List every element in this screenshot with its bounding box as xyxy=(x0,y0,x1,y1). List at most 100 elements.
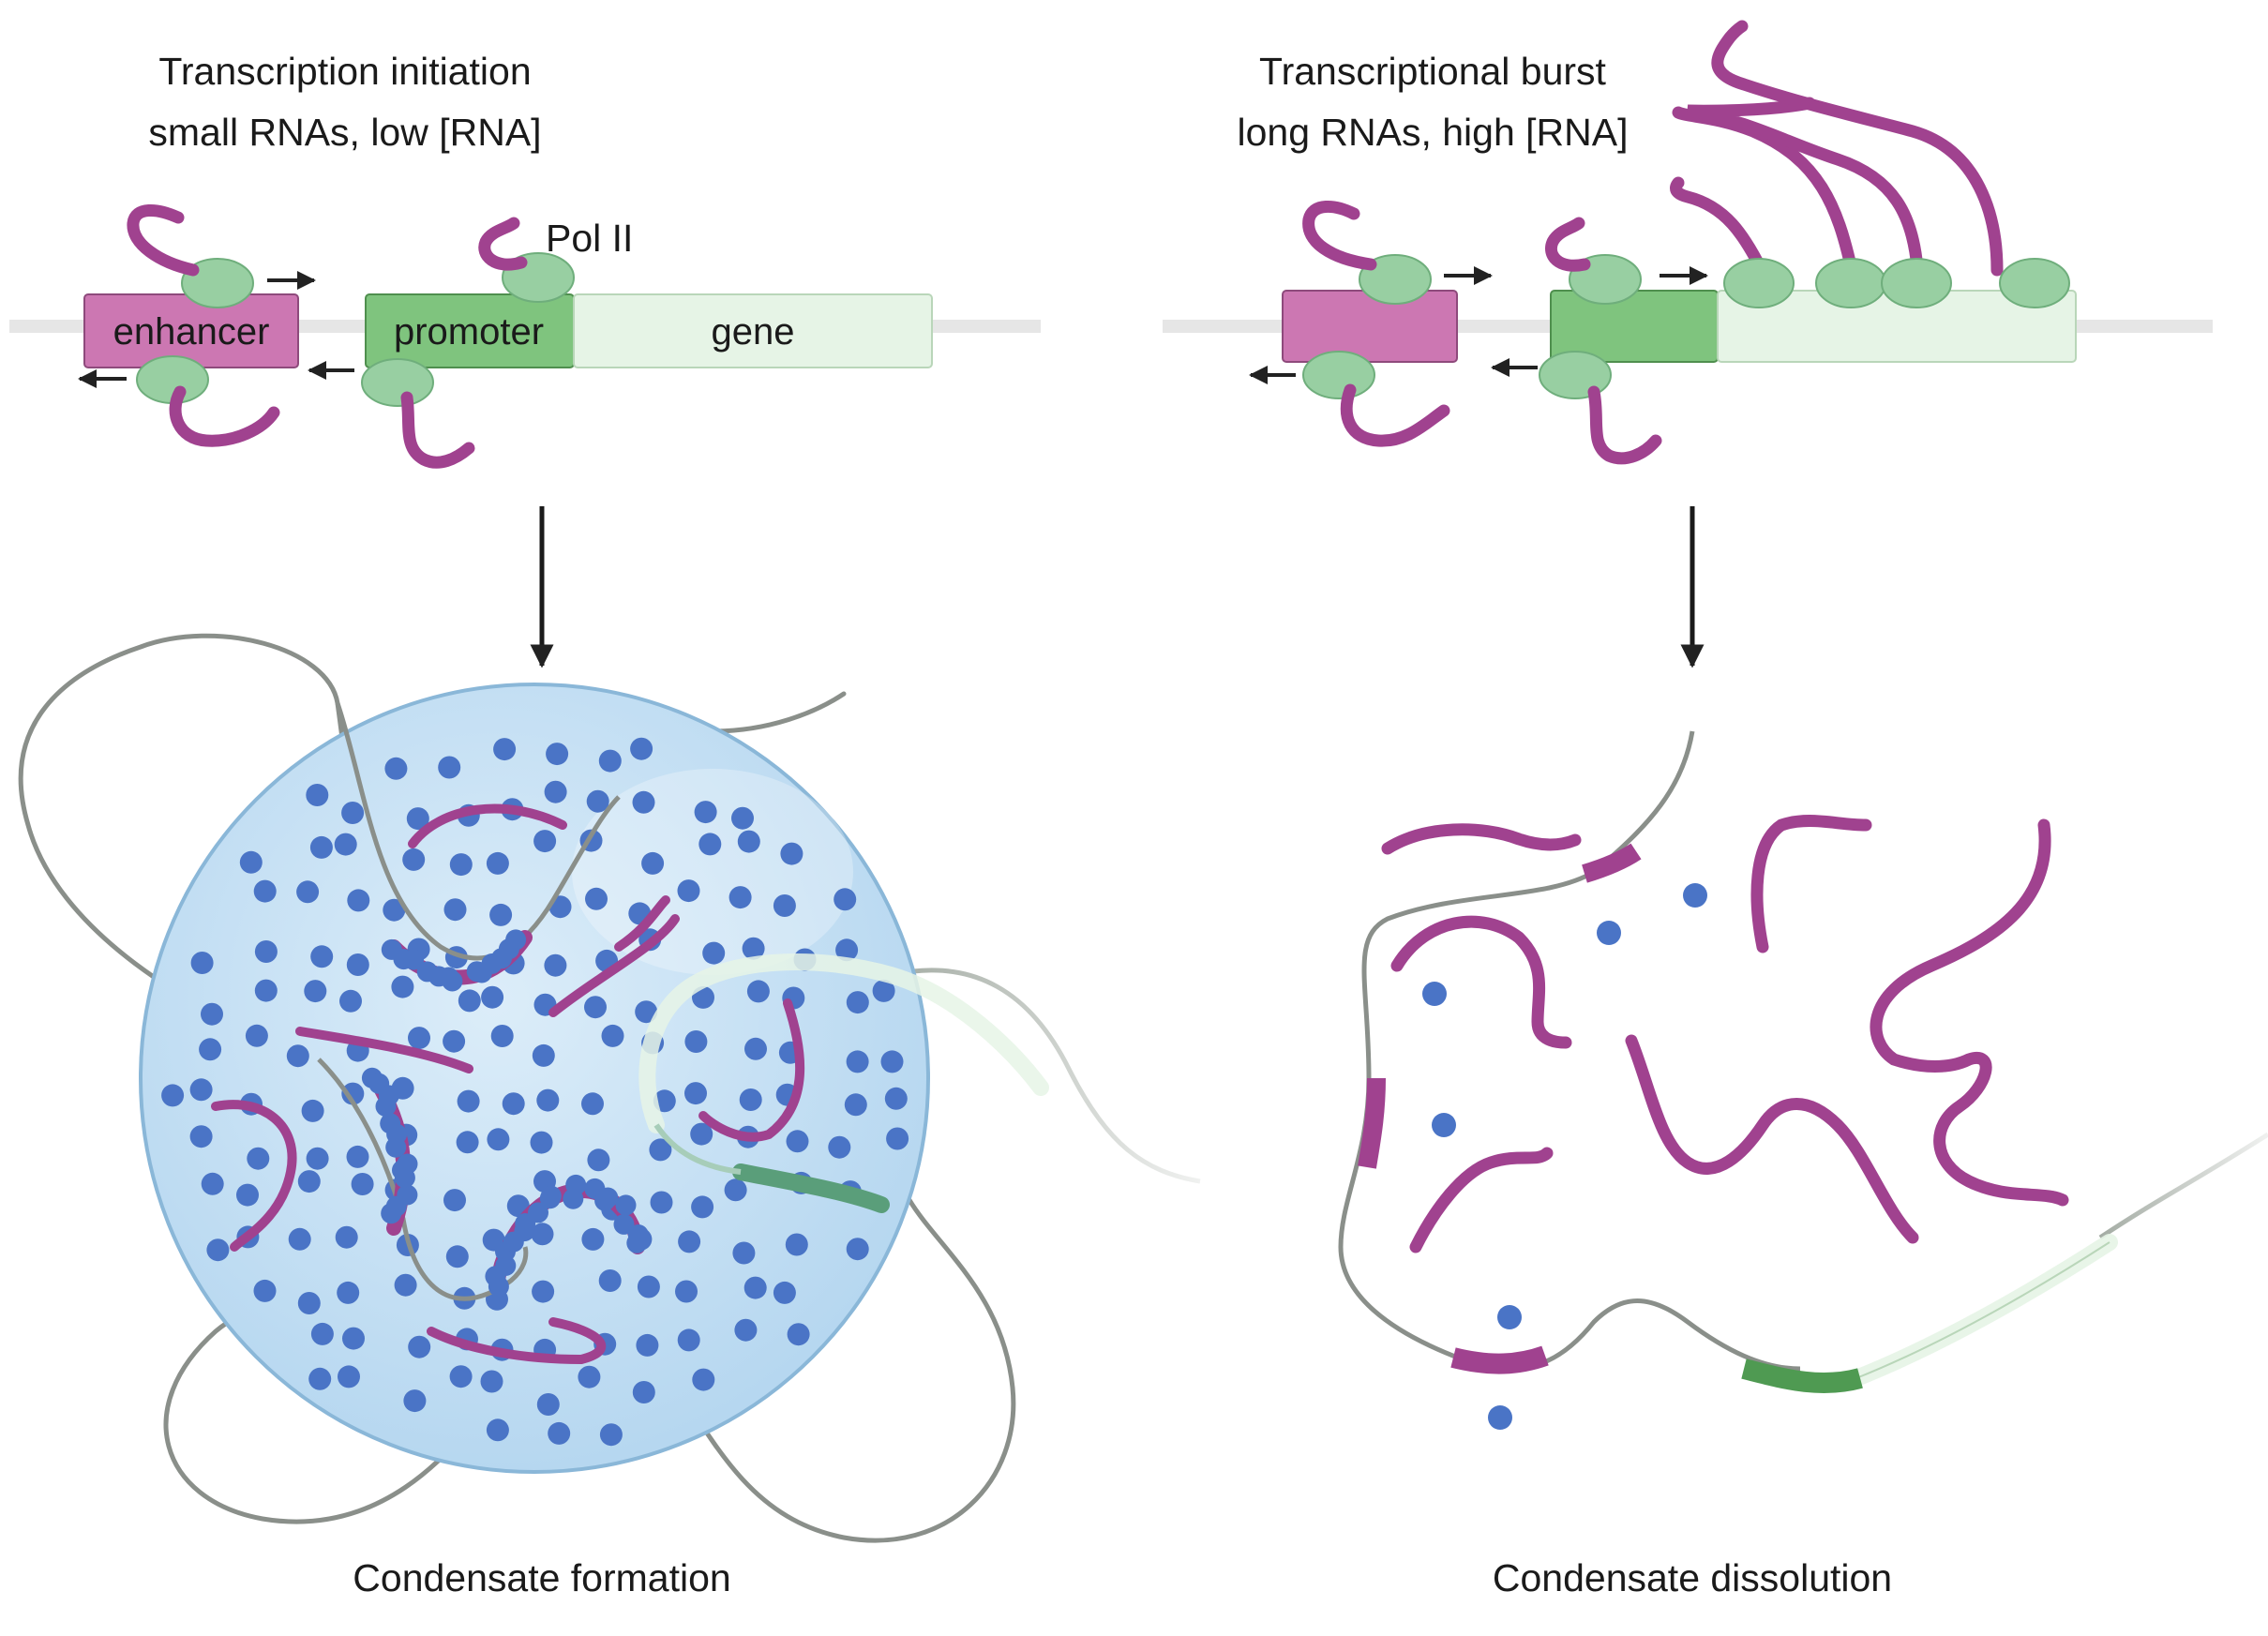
protein-dot-free xyxy=(1488,1405,1512,1430)
right-title-line2: long RNAs, high [RNA] xyxy=(1237,111,1628,154)
protein-dot xyxy=(310,1322,334,1345)
protein-dot xyxy=(449,1365,473,1388)
protein-dot xyxy=(206,1238,230,1262)
gene-segment-right-light xyxy=(1848,1234,2118,1387)
protein-dot xyxy=(872,979,895,1002)
protein-dot xyxy=(584,996,607,1019)
left-title-line1: Transcription initiation xyxy=(158,50,531,93)
protein-dot xyxy=(306,1147,329,1170)
protein-dot xyxy=(690,1122,713,1146)
enhancer-seg-r2 xyxy=(1358,1077,1386,1169)
free-rna-7 xyxy=(427,1317,607,1365)
protein-dot xyxy=(742,937,765,960)
protein-dot xyxy=(691,1195,714,1219)
protein-dot xyxy=(458,989,481,1013)
pol-ii-enhancer-top xyxy=(181,258,254,308)
protein-dot xyxy=(737,830,760,853)
long-free-rna-5 xyxy=(1625,1034,1919,1244)
protein-dot xyxy=(334,833,357,856)
protein-dot xyxy=(201,1172,224,1195)
protein-dot xyxy=(457,1089,480,1113)
dna-loop-bottom-right xyxy=(653,1197,1016,1543)
coating-dot xyxy=(403,949,424,970)
protein-dot xyxy=(301,1099,324,1122)
protein-dot xyxy=(347,889,370,912)
protein-dot xyxy=(728,886,752,909)
protein-dot xyxy=(731,806,754,830)
long-rna-1 xyxy=(1670,176,1769,278)
protein-dot xyxy=(486,851,509,875)
protein-dot xyxy=(649,1138,672,1162)
protein-dot xyxy=(632,1381,655,1403)
protein-dot xyxy=(692,1368,715,1391)
rna-r-enhancer-bottom xyxy=(1340,383,1450,447)
protein-dot xyxy=(532,1280,555,1303)
protein-dot xyxy=(310,945,334,968)
coating-dot xyxy=(597,1187,619,1208)
dna-inside xyxy=(335,702,621,961)
long-free-rna-2 xyxy=(1390,915,1572,1049)
gene-box xyxy=(573,293,933,368)
gene-promoter-segment xyxy=(732,1163,890,1213)
protein-dot xyxy=(481,985,504,1009)
protein-dot xyxy=(630,737,653,760)
left-title-line2: small RNAs, low [RNA] xyxy=(148,111,541,154)
protein-dot xyxy=(880,1050,904,1073)
long-rna-4 xyxy=(1711,20,2004,277)
protein-dot xyxy=(884,1087,908,1110)
protein-dot xyxy=(702,941,726,965)
free-rna-4 xyxy=(548,914,680,1017)
protein-dot xyxy=(536,1088,560,1112)
protein-dot xyxy=(443,898,467,922)
protein-dot xyxy=(308,1367,332,1390)
long-rna-3 xyxy=(1686,97,1924,275)
protein-dot xyxy=(773,1281,796,1304)
protein-dot xyxy=(675,1280,698,1303)
protein-dot xyxy=(335,1225,358,1249)
gene-segment-link xyxy=(653,1123,742,1175)
dna-exit-right xyxy=(2098,1132,2268,1240)
pol-ii-gene-1 xyxy=(1723,258,1795,308)
rna-promoter-bottom xyxy=(400,391,475,469)
pol-ii-label: Pol II xyxy=(546,217,633,260)
protein-dot xyxy=(586,789,609,813)
protein-dot xyxy=(578,1365,601,1388)
condensate-droplet xyxy=(139,683,930,1474)
protein-dot xyxy=(544,953,567,977)
protein-dot xyxy=(384,757,408,780)
protein-dot xyxy=(650,1191,673,1214)
protein-dot xyxy=(199,1038,222,1061)
protein-dot xyxy=(443,1189,466,1212)
protein-dot xyxy=(587,1148,610,1172)
protein-dot xyxy=(732,1241,756,1265)
rna-r-enhancer-top xyxy=(1302,200,1377,271)
coating-dot xyxy=(615,1194,637,1216)
protein-dot xyxy=(581,1092,604,1116)
protein-dot xyxy=(601,1024,624,1047)
protein-dot xyxy=(408,1027,430,1050)
long-free-rna-3 xyxy=(1750,815,1872,953)
protein-dot xyxy=(678,1230,701,1253)
protein-dot xyxy=(548,1421,571,1445)
protein-dot xyxy=(677,1328,700,1352)
gene-segment-light xyxy=(638,953,1049,1133)
protein-dot xyxy=(189,1125,213,1148)
protein-dot xyxy=(201,1002,223,1026)
protein-dot xyxy=(341,802,365,824)
rna-r-promoter-bottom xyxy=(1587,385,1662,465)
coating-dot xyxy=(565,1174,587,1195)
gene-segment-right-border xyxy=(1855,1241,2110,1379)
protein-dot xyxy=(694,801,717,824)
coating-dots-group xyxy=(361,929,649,1298)
protein-dot xyxy=(296,880,320,904)
protein-dot xyxy=(493,738,517,761)
protein-dot xyxy=(236,1183,259,1207)
protein-dot xyxy=(339,989,362,1013)
protein-dot xyxy=(449,853,473,877)
coating-dot xyxy=(539,1188,561,1209)
protein-dot xyxy=(846,991,869,1014)
enhancer-seg-r1 xyxy=(1582,843,1642,883)
protein-dot xyxy=(787,1323,810,1346)
dna-exit-fade xyxy=(890,968,1201,1184)
